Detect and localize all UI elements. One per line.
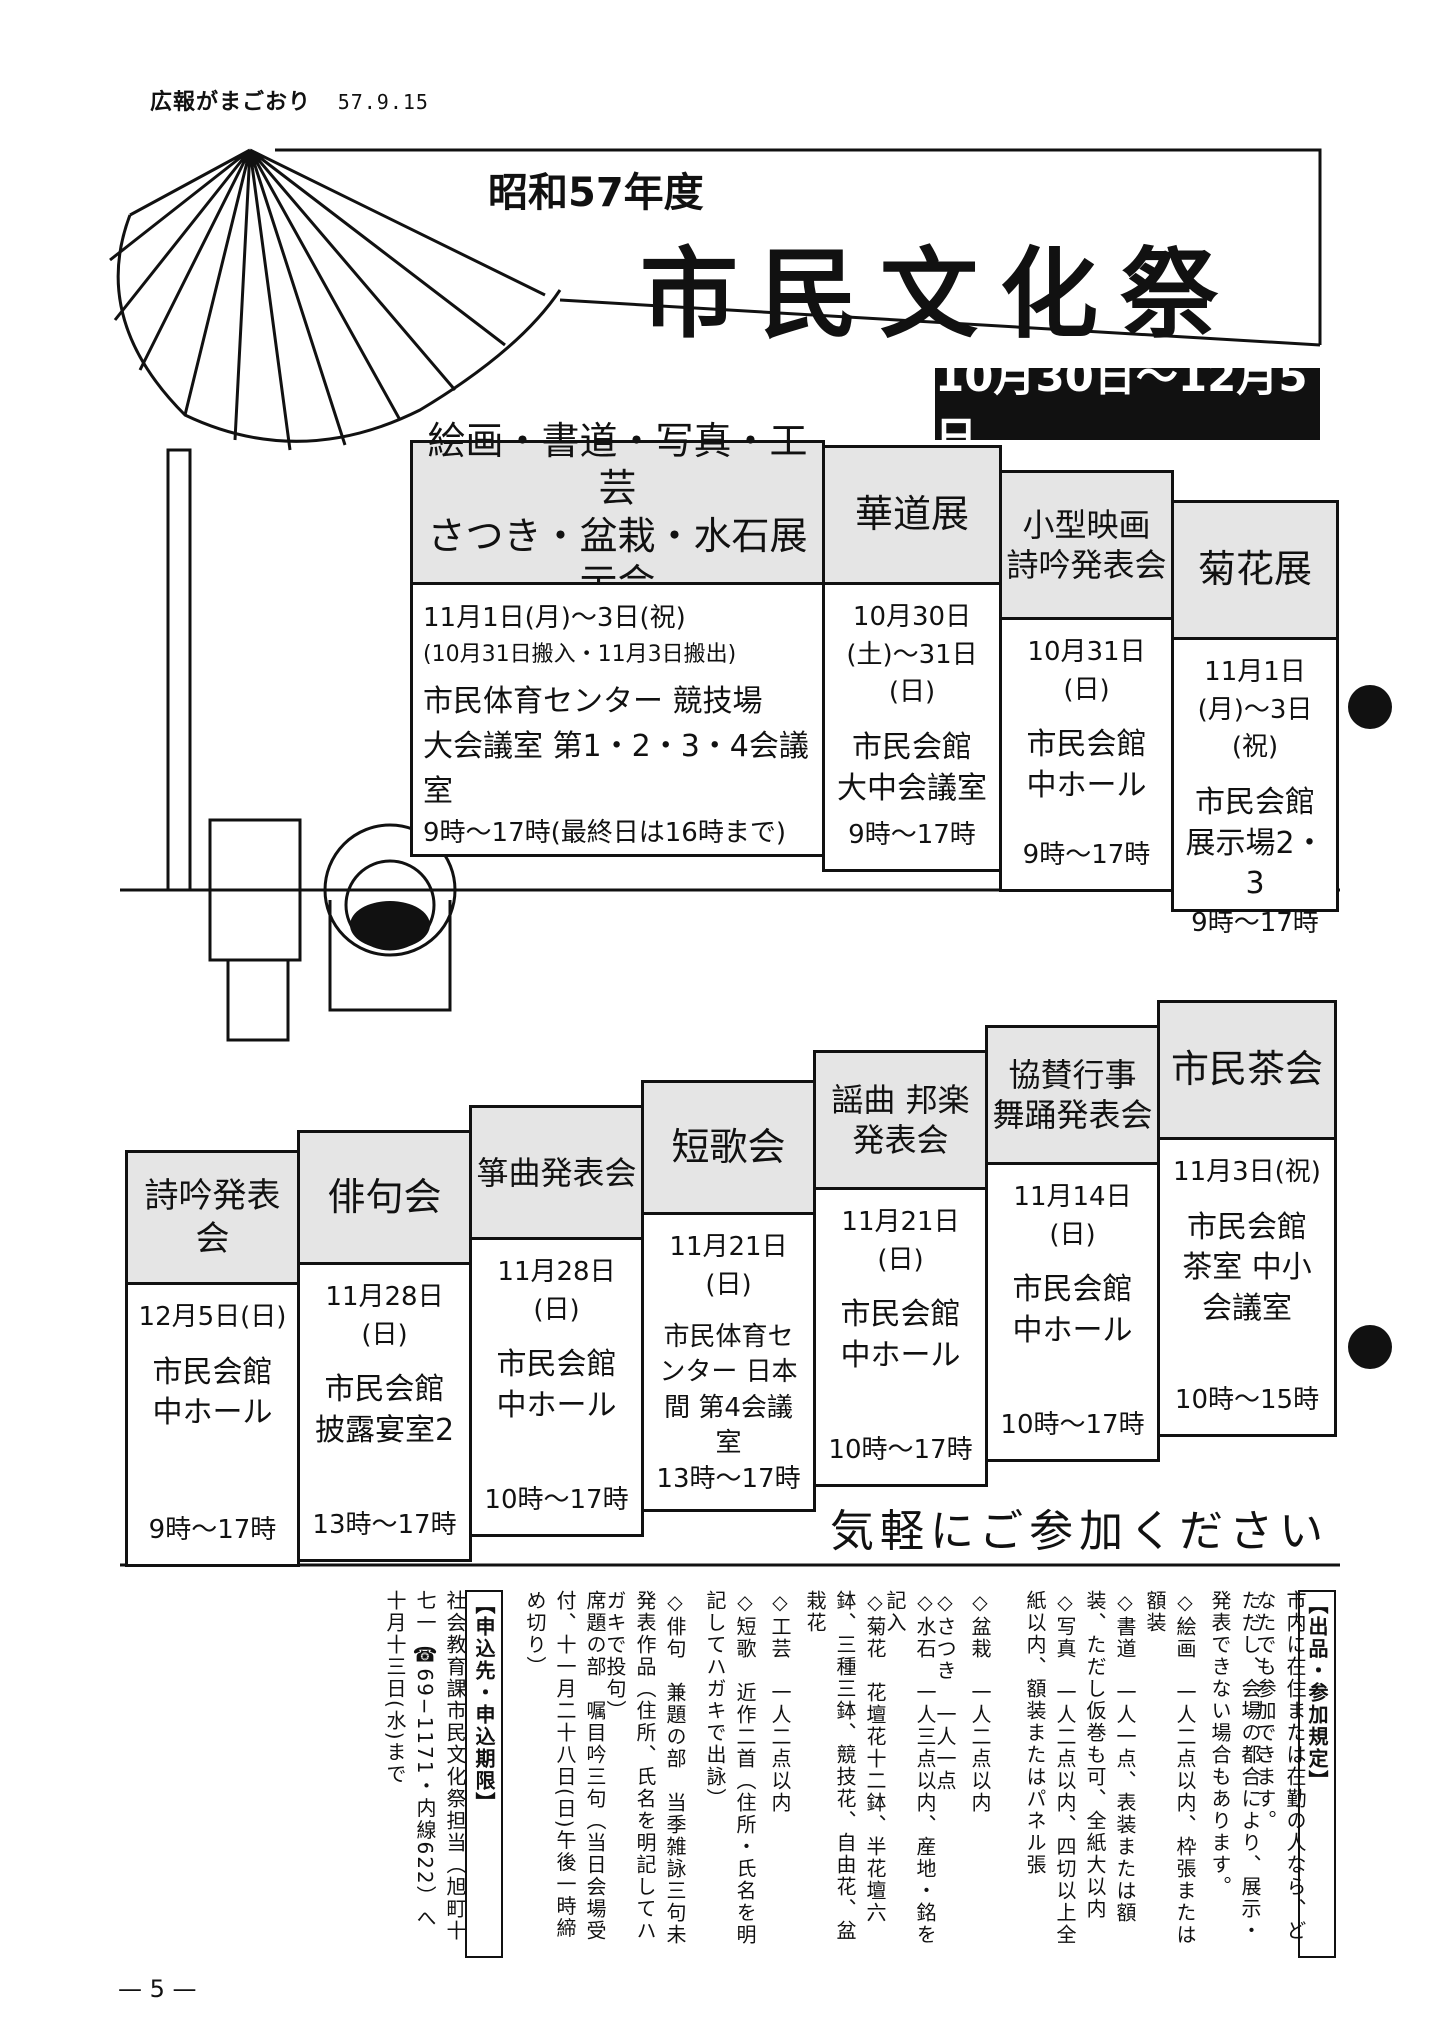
event-chakai-header: 市民茶会 <box>1157 1000 1337 1140</box>
event-exhibition-header: 絵画・書道・写真・工芸 さつき・盆栽・水石展示会 <box>410 419 825 605</box>
event-haiku-header: 俳句会 <box>297 1130 472 1265</box>
event-sokyoku-header: 箏曲発表会 <box>469 1105 644 1240</box>
page-header: 広報がまごおり 57.9.15 <box>150 84 429 116</box>
rules-line: ただし、会場の都合により、展示・発表できない場合もあります。 <box>1208 1590 1262 1942</box>
punch-hole-bottom <box>1348 1325 1392 1369</box>
festival-title: 市民文化祭 <box>640 237 1241 352</box>
rules-item-shashin: ◇写真 一人二点以内、四切以上全紙以内、額装またはパネル張 <box>1023 1590 1077 1946</box>
event-kado-header: 華道展 <box>822 445 1002 585</box>
festival-period: 10月30日～12月5日 <box>935 352 1320 462</box>
publication-date: 57.9.15 <box>337 90 429 114</box>
event-kiku-header: 菊花展 <box>1171 500 1339 640</box>
event-sokyoku-details: 11月28日(日) 市民会館 中ホール 10時～17時 <box>469 1237 644 1537</box>
event-haiku-details: 11月28日(日) 市民会館 披露宴室2 13時～17時 <box>297 1262 472 1562</box>
event-shigin-header: 詩吟発表会 <box>125 1150 300 1285</box>
event-film-shigin-details: 10月31日(日) 市民会館 中ホール 9時～17時 <box>999 617 1174 892</box>
rules-item-kogei: ◇工芸 一人二点以内 <box>768 1590 792 1814</box>
rules-item-kikka: ◇菊花 花壇花十二鉢、半花壇六鉢、三種三鉢、競技花、自由花、盆栽花 <box>803 1590 887 1942</box>
event-yokyoku-details: 11月21日(日) 市民会館 中ホール 10時～17時 <box>813 1187 988 1487</box>
event-kado-details: 10月30日(土)～31日(日) 市民会館 大中会議室 9時～17時 <box>822 582 1002 872</box>
page-number: — 5 — <box>118 1975 197 2003</box>
rules-item-haiku-seki: 席題の部 嘱目吟三句（当日会場受付、十一月二十八日(日)午後一時締め切り） <box>523 1590 607 1942</box>
event-tanka-details: 11月21日(日) 市民体育センター 日本間 第4会議室 13時～17時 <box>641 1212 816 1512</box>
festival-year: 昭和57年度 <box>488 170 704 216</box>
event-buyo-details: 11月14日(日) 市民会館 中ホール 10時～17時 <box>985 1162 1160 1462</box>
event-shigin-details: 12月5日(日) 市民会館 中ホール 9時～17時 <box>125 1282 300 1567</box>
application-details: 社会教育課市民文化祭担当（旭町十七一 ☎69−1171・内線622）へ十月十三日… <box>383 1590 467 1942</box>
invitation-text: 気軽にご参加ください <box>830 1506 1330 1557</box>
rules-item-bonsai: ◇盆栽 一人二点以内 <box>968 1590 992 1814</box>
publication-name: 広報がまごおり <box>150 90 312 115</box>
rules-item-kaiga: ◇絵画 一人二点以内、枠張または額装 <box>1143 1590 1197 1946</box>
punch-hole-top <box>1348 685 1392 729</box>
application-heading: 【申込先・申込期限】 <box>465 1590 503 1958</box>
rules-item-suiseki: ◇水石 一人三点以内、産地・銘を記入 <box>883 1590 937 1946</box>
rules-item-shodo: ◇書道 一人一点、表装または額装、ただし仮巻も可、全紙大以内 <box>1083 1590 1137 1924</box>
rules-heading: 【出品・参加規定】 <box>1298 1590 1336 1958</box>
rules-item-haiku: ◇俳句 兼題の部 当季雑詠三句未発表作品（住所、氏名を明記してハガキで投句） <box>603 1590 687 1946</box>
event-film-shigin-header: 小型映画 詩吟発表会 <box>999 470 1174 620</box>
event-yokyoku-header: 謡曲 邦楽発表会 <box>813 1050 988 1190</box>
rules-line: 市内に在住または在勤の人なら、どなたでも参加できます。 <box>1253 1590 1307 1942</box>
event-buyo-header: 協賛行事 舞踊発表会 <box>985 1025 1160 1165</box>
event-exhibition-details: 11月1日(月)～3日(祝) (10月31日搬入・11月3日搬出) 市民体育セン… <box>410 582 825 857</box>
rules-item-tanka: ◇短歌 近作二首（住所・氏名を明記してハガキで出詠） <box>703 1590 757 1946</box>
event-tanka-header: 短歌会 <box>641 1080 816 1215</box>
rules-item-satsuki: ◇さつき 一人一点 <box>933 1590 957 1792</box>
event-kiku-details: 11月1日(月)～3日(祝) 市民会館 展示場2・3 9時～17時 <box>1171 637 1339 938</box>
event-chakai-details: 11月3日(祝) 市民会館 茶室 中小会議室 10時～15時 <box>1157 1137 1337 1437</box>
